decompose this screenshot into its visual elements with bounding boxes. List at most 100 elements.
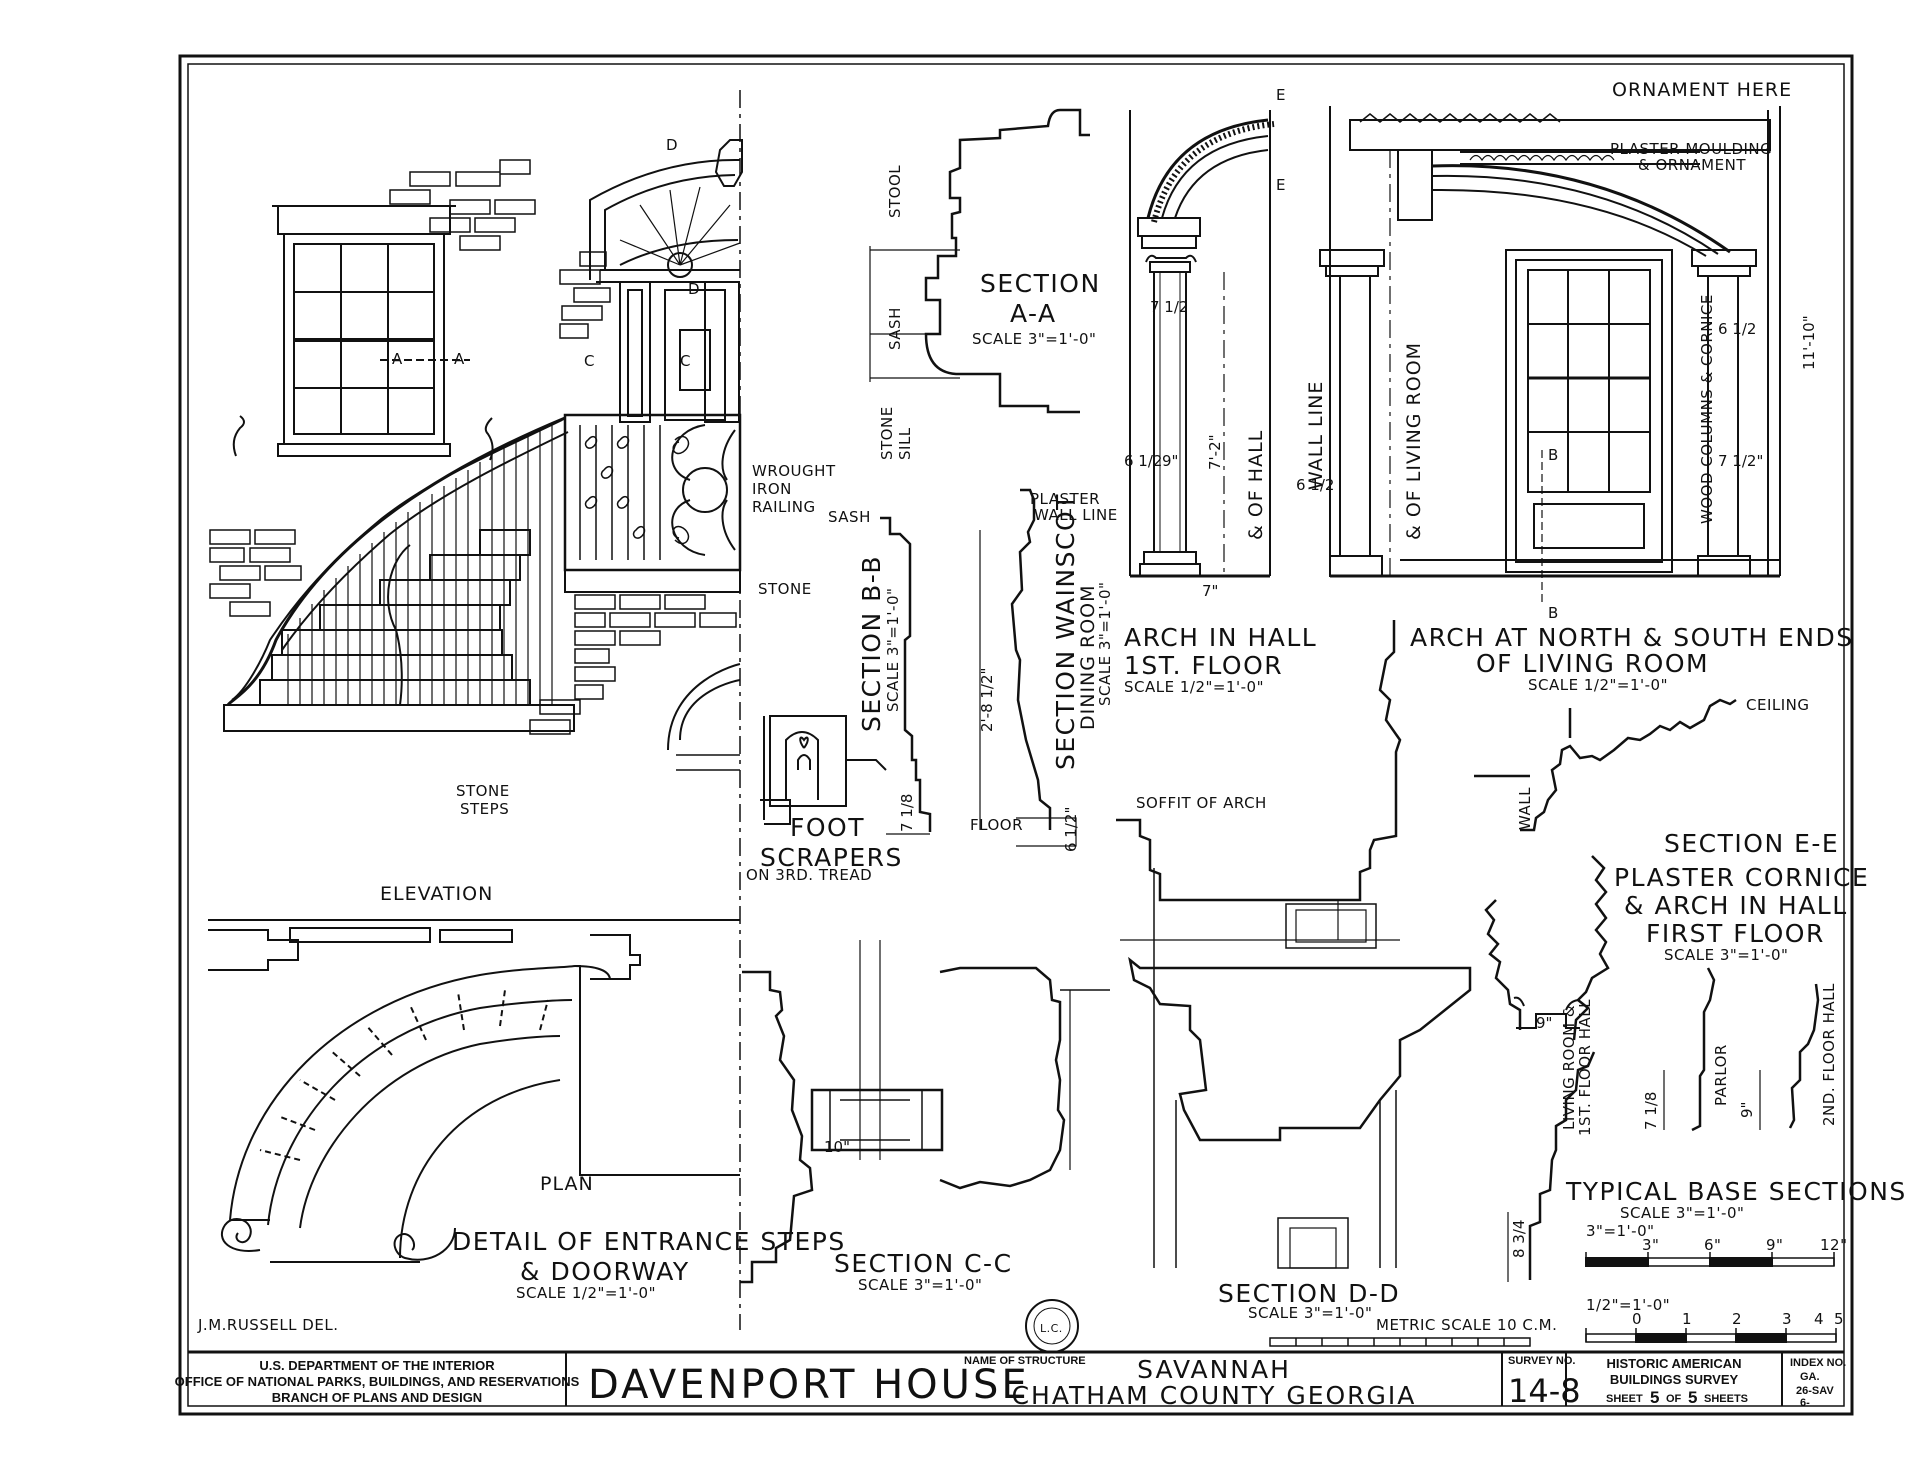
- index-caption: INDEX NO.: [1790, 1357, 1846, 1369]
- scale-half-label: 1/2"=1'-0": [1586, 1296, 1670, 1314]
- mark-b-top: B: [1548, 446, 1559, 464]
- living-room-base-label: LIVING ROOM &: [1560, 1005, 1578, 1130]
- stone-steps-label-2: STEPS: [460, 800, 509, 818]
- arch-hall-title-2: 1ST. FLOOR: [1124, 651, 1283, 680]
- section-wainscot-profile: [979, 488, 1077, 847]
- dim-7-1-2-b: 7 1/2": [1718, 452, 1763, 470]
- dim-6-1-2-b: 6 1/2: [1718, 320, 1756, 338]
- section-bb-profile: [880, 516, 932, 835]
- location-line-2: CHATHAM COUNTY GEORGIA: [1012, 1381, 1417, 1410]
- brick-patch-2: [209, 529, 302, 617]
- sheet-prefix: SHEET: [1606, 1393, 1643, 1405]
- sheet-number: 5: [1650, 1388, 1659, 1407]
- metric-scale-label: METRIC SCALE 10 C.M.: [1376, 1316, 1557, 1334]
- sheet-outer-border: [178, 54, 1854, 1416]
- stair-elevation: [223, 416, 575, 732]
- wrought-iron-label-3: RAILING: [752, 498, 816, 516]
- dim-6-1-2-c: 6 1/2: [1296, 476, 1334, 494]
- scale-half-tick-4: 4: [1814, 1310, 1824, 1328]
- arch-living-scale: SCALE 1/2"=1'-0": [1528, 676, 1668, 694]
- dim-9-c: 9": [1738, 1102, 1756, 1118]
- metric-scale-bar: [1269, 1337, 1531, 1347]
- wrought-iron-label-2: IRON: [752, 480, 792, 498]
- brick-patch-1: [389, 159, 536, 251]
- foot-scrapers-title-2: SCRAPERS: [760, 843, 903, 872]
- section-cc-scale: SCALE 3"=1'-0": [858, 1276, 982, 1294]
- detail-scale: SCALE 1/2"=1'-0": [516, 1284, 656, 1302]
- detail-title: DETAIL OF ENTRANCE STEPS: [452, 1227, 846, 1256]
- structure-name: DAVENPORT HOUSE: [588, 1362, 1030, 1408]
- section-ee-title-4: FIRST FLOOR: [1646, 919, 1825, 948]
- section-bb-title: SECTION B-B: [857, 555, 886, 732]
- drafter-credit: J.M.RUSSELL DEL.: [197, 1316, 338, 1334]
- dim-8-3-4: 8 3/4: [1510, 1220, 1528, 1258]
- wrought-iron-label: WROUGHT: [752, 462, 836, 480]
- scale-3in-tick-2: 6": [1704, 1236, 1721, 1254]
- section-wainscot-title: SECTION WAINSCOT: [1051, 493, 1080, 770]
- section-cc-title: SECTION C-C: [834, 1249, 1013, 1278]
- mark-b-bottom: B: [1548, 604, 1559, 622]
- plaster-moulding-label-2: & ORNAMENT: [1638, 156, 1746, 174]
- typical-base-title: TYPICAL BASE SECTIONS: [1565, 1177, 1907, 1206]
- section-aa-scale: SCALE 3"=1'-0": [972, 330, 1096, 348]
- foot-scrapers-title: FOOT: [790, 813, 865, 842]
- scale-3in-tick-1: 3": [1642, 1236, 1659, 1254]
- scale-half-tick-5: 5: [1834, 1310, 1844, 1328]
- section-ee-title: SECTION E-E: [1664, 829, 1839, 858]
- stool-label: STOOL: [886, 165, 904, 218]
- habs-line-2: BUILDINGS SURVEY: [1610, 1372, 1739, 1387]
- dim-6-1-2-a: 6 1/2: [1124, 452, 1162, 470]
- foot-scrapers-note: ON 3RD. TREAD: [746, 866, 872, 884]
- sash-label-a: SASH: [886, 307, 904, 350]
- index-line-2: 26-SAV: [1796, 1385, 1834, 1397]
- plan-label: PLAN: [540, 1173, 594, 1195]
- wood-columns-label: WOOD COLUMNS & CORNICE: [1698, 294, 1716, 524]
- index-line-1: GA.: [1800, 1371, 1820, 1383]
- arch-living-title: ARCH AT NORTH & SOUTH ENDS: [1410, 623, 1854, 652]
- brick-patch-3: [559, 251, 611, 339]
- sheet-suffix: SHEETS: [1704, 1393, 1748, 1405]
- stone-sill-label: STONE: [878, 406, 896, 460]
- index-line-3: 6-: [1800, 1397, 1810, 1409]
- wrought-iron-railing: [563, 413, 742, 593]
- structure-name-caption: NAME OF STRUCTURE: [964, 1355, 1086, 1367]
- plaster-wall-line-label: PLASTER: [1030, 490, 1100, 508]
- sheet-total: 5: [1688, 1388, 1697, 1407]
- arch-living-room-elevation: [1319, 106, 1781, 604]
- dim-9-a: 9": [1162, 452, 1178, 470]
- ceiling-label: CEILING: [1746, 696, 1810, 714]
- section-aa-profile: [869, 108, 1090, 414]
- section-ee: [1474, 698, 1737, 1041]
- cl-of-hall-label: & OF HALL: [1245, 430, 1267, 540]
- section-aa-title: SECTION: [980, 269, 1101, 298]
- scale-half-tick-1: 1: [1682, 1310, 1692, 1328]
- living-room-base-label-2: 1ST. FLOOR HALL: [1576, 999, 1594, 1136]
- location-line-1: SAVANNAH: [1137, 1355, 1291, 1384]
- section-ee-title-2: PLASTER CORNICE: [1614, 863, 1869, 892]
- dim-7-a: 7": [1202, 582, 1218, 600]
- foot-scrapers-detail: [760, 715, 887, 825]
- arch-in-hall-elevation: [1129, 110, 1275, 578]
- dim-6-1-2-d: 6 1/2": [1062, 807, 1080, 852]
- title-block-frame: [188, 1350, 1844, 1406]
- scale-3in-tick-3: 9": [1766, 1236, 1783, 1254]
- section-aa-title-2: A-A: [1010, 299, 1057, 328]
- survey-caption: SURVEY NO.: [1508, 1355, 1575, 1367]
- scale-half-tick-0: 0: [1632, 1310, 1642, 1328]
- arch-living-title-2: OF LIVING ROOM: [1476, 649, 1709, 678]
- section-ee-title-3: & ARCH IN HALL: [1624, 891, 1848, 920]
- wall-label: WALL: [1516, 787, 1534, 830]
- cl-of-living-room-label: & OF LIVING ROOM: [1403, 342, 1425, 540]
- mark-e-bottom: E: [1276, 176, 1286, 194]
- sheet-inner-border: [187, 63, 1845, 1407]
- agency-line-1: U.S. DEPARTMENT OF THE INTERIOR: [259, 1358, 495, 1373]
- typical-base-sections: [1507, 967, 1820, 1282]
- mark-c-left: C: [584, 352, 595, 370]
- stone-sill-label-2: SILL: [896, 427, 914, 460]
- graphic-scale-3in: [1585, 1252, 1835, 1267]
- dim-9-b: 9": [1536, 1014, 1552, 1032]
- dim-7-1-8-a: 7 1/8: [898, 794, 916, 832]
- stair-plan: [208, 919, 740, 1263]
- dim-7-2: 7'-2": [1206, 434, 1224, 470]
